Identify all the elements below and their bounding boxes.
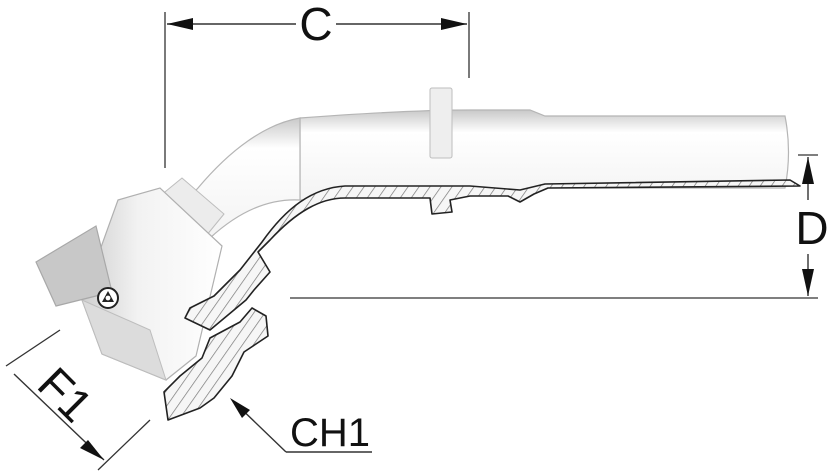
stem-wall-section	[184, 179, 801, 331]
dimension-ch1: CH1	[230, 398, 372, 455]
cutaway-section	[163, 179, 801, 421]
hose-stem	[299, 109, 790, 201]
dimension-d-arrow-bottom	[802, 269, 814, 296]
stem-collar	[429, 87, 453, 159]
dunlop-logo-icon	[97, 287, 119, 309]
dimension-c: C	[164, 0, 470, 168]
dimension-c-arrow-right	[441, 18, 467, 30]
dimension-ch1-arrow	[230, 398, 250, 418]
fitting-body	[35, 87, 790, 381]
dimension-f1-arrow-bottom	[80, 440, 104, 460]
dimension-d-label: D	[795, 202, 828, 254]
nut-section	[163, 307, 269, 421]
dimension-c-label: C	[299, 0, 332, 50]
dimension-c-arrow-left	[167, 18, 193, 30]
dimension-f1-extension-1	[5, 329, 61, 367]
dimension-d-arrow-top	[802, 157, 814, 184]
dimension-d: D	[290, 154, 830, 299]
dimension-f1-label: F1	[28, 357, 103, 432]
dimension-f1-extension-2	[97, 419, 151, 471]
dimension-ch1-label: CH1	[290, 411, 370, 455]
